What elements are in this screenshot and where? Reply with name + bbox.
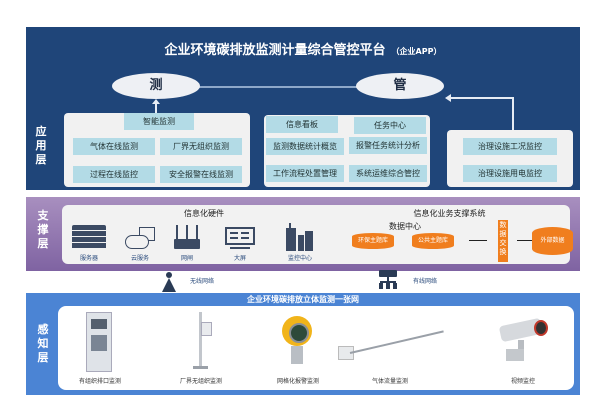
function-cell[interactable]: 工作流程处置管理 bbox=[266, 165, 344, 182]
arrow-left-icon bbox=[445, 94, 451, 102]
application-layer-label: 应用层 bbox=[35, 125, 47, 166]
cloud-service-icon bbox=[125, 227, 155, 249]
function-cell[interactable]: 治理设施用电监控 bbox=[463, 165, 557, 182]
bidirectional-arrow-icon bbox=[469, 240, 487, 241]
task-center-header[interactable]: 任务中心 bbox=[354, 117, 426, 134]
hardware-label: 网闸 bbox=[180, 255, 193, 262]
cctv-camera-icon bbox=[498, 316, 548, 364]
device-label: 有组织排口监测 bbox=[78, 378, 121, 385]
info-board-header[interactable]: 信息看板 bbox=[266, 116, 338, 133]
pole-sensor-icon bbox=[190, 312, 212, 372]
application-layer-panel: 企业环境碳排放监测计量综合管控平台 （企业APP） 测 管 应用层 智能监测 气体… bbox=[26, 27, 580, 190]
monitor-center-icon bbox=[286, 223, 314, 251]
platform-subtitle: （企业APP） bbox=[391, 47, 442, 56]
wired-network-label: 有线网络 bbox=[413, 278, 438, 285]
external-data-database[interactable]: 外部数据 bbox=[532, 227, 573, 255]
device-label: 厂界无组织监测 bbox=[179, 378, 222, 385]
hardware-label: 云服务 bbox=[130, 255, 149, 262]
wireless-network-label: 无线网络 bbox=[190, 278, 215, 285]
hardware-box: 信息化硬件 服务器 云服务 网闸 bbox=[62, 205, 346, 264]
connector-line bbox=[196, 86, 408, 88]
function-cell[interactable]: 厂界无组织监测 bbox=[160, 138, 242, 155]
device-label: 气体流量监测 bbox=[371, 378, 408, 385]
support-layer-panel: 支撑层 信息化硬件 服务器 云服务 网闸 bbox=[26, 197, 580, 271]
perception-layer-label: 感知层 bbox=[37, 323, 49, 364]
wireless-tower-icon bbox=[162, 272, 176, 292]
public-theme-database[interactable]: 公共主题库 bbox=[412, 233, 454, 249]
env-theme-database[interactable]: 环保主题库 bbox=[352, 233, 394, 249]
cabinet-analyzer-icon bbox=[86, 312, 112, 372]
facility-group: 治理设施工况监控 治理设施用电监控 bbox=[447, 130, 573, 187]
flow-probe-icon bbox=[338, 322, 448, 362]
hardware-title: 信息化硬件 bbox=[184, 209, 224, 218]
facility-line-horizontal bbox=[451, 97, 514, 99]
function-cell[interactable]: 过程在线监控 bbox=[73, 166, 155, 183]
business-support-title: 信息化业务支撑系统 bbox=[413, 209, 486, 218]
arrow-up-icon bbox=[152, 99, 160, 104]
hardware-label: 大屏 bbox=[233, 255, 246, 262]
platform-title-text: 企业环境碳排放监测计量综合管控平台 bbox=[164, 43, 386, 58]
bidirectional-arrow-icon bbox=[517, 240, 535, 241]
gas-detector-icon bbox=[280, 312, 314, 366]
perception-layer-panel: 企业环境碳排放立体监测一张网 感知层 有组织排口监测 厂界无组织监测 网格化报警… bbox=[26, 293, 580, 395]
server-icon bbox=[72, 225, 106, 251]
smart-monitoring-group: 智能监测 气体在线监测 厂界无组织监测 过程在线监控 安全报警在线监测 bbox=[64, 113, 250, 187]
perception-network-title: 企业环境碳排放立体监测一张网 bbox=[247, 295, 359, 304]
function-cell[interactable]: 治理设施工况监控 bbox=[463, 138, 557, 155]
function-cell[interactable]: 系统运维综合管控 bbox=[349, 165, 427, 182]
function-cell[interactable]: 安全报警在线监测 bbox=[160, 166, 242, 183]
big-screen-icon bbox=[225, 227, 255, 249]
device-box: 有组织排口监测 厂界无组织监测 网格化报警监测 气体流量监测 视频监控 bbox=[58, 306, 574, 390]
gateway-icon bbox=[174, 225, 200, 251]
support-layer-label: 支撑层 bbox=[37, 209, 49, 250]
data-exchange-box[interactable]: 数据交换 bbox=[498, 220, 508, 262]
device-label: 网格化报警监测 bbox=[276, 378, 319, 385]
device-label: 视频监控 bbox=[510, 378, 535, 385]
measure-ellipse: 测 bbox=[112, 73, 200, 99]
function-cell[interactable]: 气体在线监测 bbox=[73, 138, 155, 155]
wired-network-icon bbox=[378, 270, 398, 292]
manage-ellipse: 管 bbox=[356, 73, 444, 99]
hardware-label: 服务器 bbox=[79, 255, 98, 262]
management-group: 信息看板 任务中心 监测数据统计概览 报警任务统计分析 工作流程处置管理 系统运… bbox=[264, 115, 430, 187]
function-cell[interactable]: 报警任务统计分析 bbox=[349, 137, 427, 154]
arrow-up-line bbox=[155, 101, 157, 113]
function-cell[interactable]: 监测数据统计概览 bbox=[266, 138, 344, 155]
data-center-label: 数据中心 bbox=[389, 222, 421, 231]
platform-title: 企业环境碳排放监测计量综合管控平台 （企业APP） bbox=[26, 39, 580, 58]
hardware-label: 监控中心 bbox=[287, 255, 312, 262]
facility-line-vertical bbox=[512, 98, 514, 130]
smart-monitoring-header: 智能监测 bbox=[124, 113, 194, 130]
business-support-box: 信息化业务支撑系统 数据中心 环保主题库 公共主题库 数据交换 外部数据 bbox=[329, 205, 573, 264]
